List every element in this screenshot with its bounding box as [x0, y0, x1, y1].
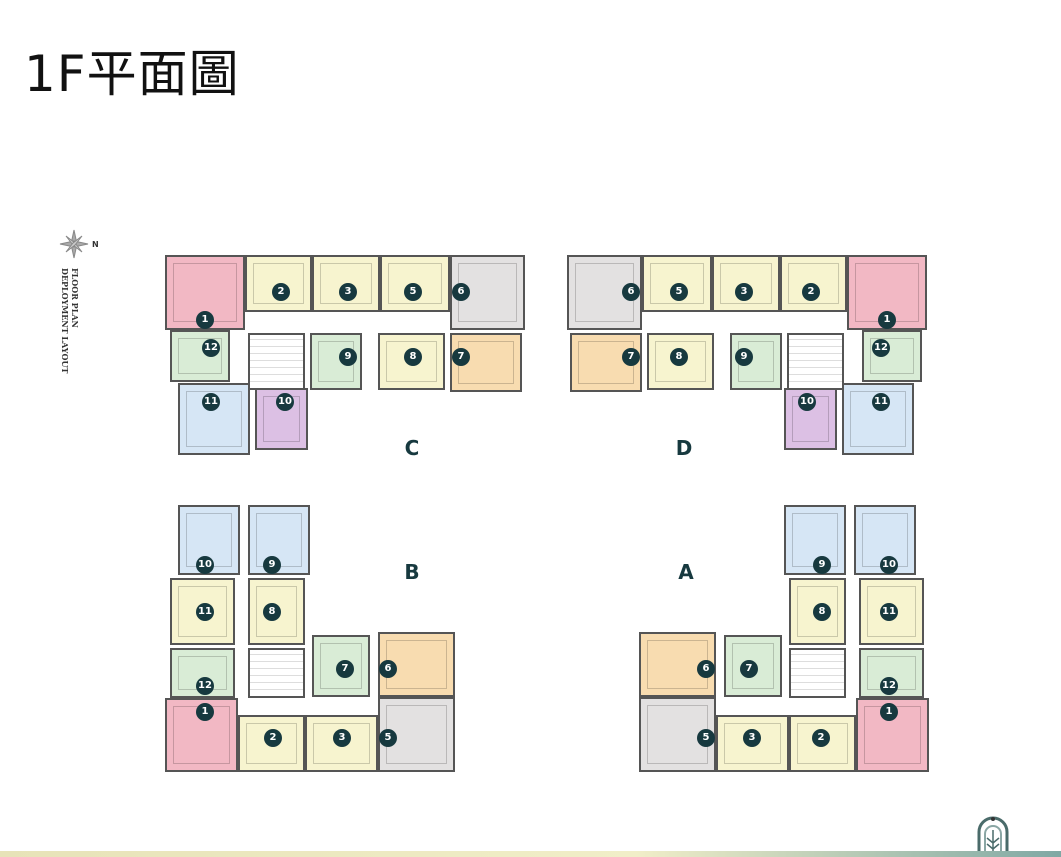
unit-number-badge: 10	[798, 393, 816, 411]
stair-core	[248, 648, 305, 698]
unit-b-6	[378, 632, 455, 697]
unit-number-badge: 11	[880, 603, 898, 621]
unit-number-badge: 7	[622, 348, 640, 366]
unit-number-badge: 2	[272, 283, 290, 301]
plan-legend-text: FLOOR PLAN DEPLOYMENT LAYOUT	[60, 268, 80, 373]
unit-number-badge: 11	[196, 603, 214, 621]
unit-number-badge: 2	[802, 283, 820, 301]
unit-number-badge: 3	[735, 283, 753, 301]
unit-d-12	[862, 330, 922, 382]
building-label-b: B	[404, 560, 420, 584]
unit-number-badge: 7	[740, 660, 758, 678]
unit-number-badge: 3	[333, 729, 351, 747]
unit-number-badge: 12	[880, 677, 898, 695]
compass-north-label: N	[92, 240, 98, 249]
page-title: 1F平面圖	[24, 45, 240, 103]
unit-number-badge: 8	[404, 348, 422, 366]
unit-number-badge: 8	[263, 603, 281, 621]
unit-number-badge: 3	[743, 729, 761, 747]
unit-number-badge: 6	[452, 283, 470, 301]
unit-d-10	[784, 388, 837, 450]
unit-d-3	[712, 255, 780, 312]
building-label-c: C	[404, 436, 420, 460]
unit-number-badge: 10	[196, 556, 214, 574]
legend-line-1: FLOOR PLAN	[70, 268, 80, 328]
stair-core	[789, 648, 846, 698]
unit-number-badge: 10	[880, 556, 898, 574]
stair-core	[248, 333, 305, 390]
building-label-a: A	[678, 560, 694, 584]
unit-c-12	[170, 330, 230, 382]
building-label-d: D	[675, 436, 693, 460]
unit-number-badge: 7	[452, 348, 470, 366]
unit-number-badge: 9	[735, 348, 753, 366]
unit-number-badge: 1	[196, 311, 214, 329]
unit-number-badge: 5	[404, 283, 422, 301]
unit-number-badge: 7	[336, 660, 354, 678]
unit-number-badge: 8	[813, 603, 831, 621]
unit-number-badge: 8	[670, 348, 688, 366]
unit-number-badge: 6	[379, 660, 397, 678]
unit-a-5	[639, 697, 716, 772]
unit-a-2	[789, 715, 856, 772]
unit-number-badge: 6	[622, 283, 640, 301]
unit-number-badge: 11	[202, 393, 220, 411]
compass-rose-icon: N	[59, 229, 98, 259]
unit-number-badge: 12	[202, 339, 220, 357]
unit-number-badge: 9	[263, 556, 281, 574]
legend-line-2: DEPLOYMENT LAYOUT	[60, 268, 70, 374]
bottom-accent-bar	[0, 851, 1061, 857]
unit-number-badge: 5	[670, 283, 688, 301]
unit-number-badge: 1	[878, 311, 896, 329]
unit-number-badge: 11	[872, 393, 890, 411]
unit-number-badge: 9	[813, 556, 831, 574]
unit-number-badge: 2	[264, 729, 282, 747]
unit-number-badge: 3	[339, 283, 357, 301]
unit-number-badge: 5	[697, 729, 715, 747]
brand-logo-icon	[977, 816, 1009, 854]
unit-number-badge: 1	[880, 703, 898, 721]
unit-a-1	[856, 698, 929, 772]
unit-number-badge: 12	[872, 339, 890, 357]
unit-number-badge: 9	[339, 348, 357, 366]
stair-core	[787, 333, 844, 390]
unit-number-badge: 12	[196, 677, 214, 695]
unit-number-badge: 5	[379, 729, 397, 747]
unit-number-badge: 1	[196, 703, 214, 721]
unit-number-badge: 6	[697, 660, 715, 678]
unit-number-badge: 2	[812, 729, 830, 747]
unit-number-badge: 10	[276, 393, 294, 411]
